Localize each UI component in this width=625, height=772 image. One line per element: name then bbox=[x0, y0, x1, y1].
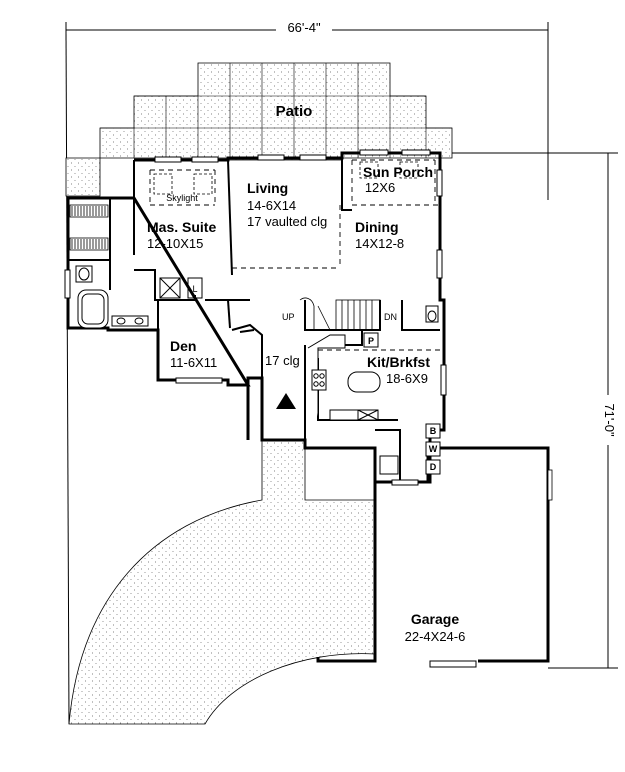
depth-label: 71'-0" bbox=[602, 403, 617, 437]
den-angled-wall bbox=[231, 323, 263, 378]
dining-size: 14X12-8 bbox=[355, 236, 404, 251]
dining-label: Dining bbox=[355, 219, 399, 235]
entry-marker bbox=[276, 393, 296, 409]
den-size: 11-6X11 bbox=[170, 355, 217, 370]
linen-closet bbox=[159, 277, 203, 299]
living-ceiling-note: 17 vaulted clg bbox=[247, 214, 327, 229]
sun-porch-size: 12X6 bbox=[365, 180, 395, 195]
stairs-up-label: UP bbox=[282, 312, 295, 322]
pantry-label: P bbox=[368, 336, 374, 346]
staircase bbox=[299, 297, 381, 331]
kitchen-label: Kit/Brkfst bbox=[367, 354, 430, 370]
pantry-box bbox=[363, 332, 379, 348]
garage-label: Garage bbox=[411, 611, 459, 627]
sun-porch-label: Sun Porch bbox=[363, 164, 433, 180]
depth-dimension-line bbox=[440, 152, 618, 669]
washer-label: W bbox=[429, 444, 438, 454]
skylight-label: Skylight bbox=[166, 193, 198, 203]
width-label: 66'-4" bbox=[287, 20, 321, 35]
ceiling-dashed-lines bbox=[149, 159, 440, 351]
garage-size: 22-4X24-6 bbox=[405, 629, 466, 644]
bath-fixtures bbox=[75, 265, 439, 329]
kitchen-size: 18-6X9 bbox=[386, 371, 428, 386]
driveway bbox=[68, 439, 376, 725]
master-suite-label: Mas. Suite bbox=[147, 219, 216, 235]
skylights bbox=[153, 161, 419, 195]
stairs-down-label: DN bbox=[384, 312, 397, 322]
master-suite-size: 12-10X15 bbox=[147, 236, 203, 251]
patio-label: Patio bbox=[276, 103, 313, 120]
linen-label: L bbox=[192, 284, 197, 294]
living-label: Living bbox=[247, 180, 288, 196]
bench-label: B bbox=[430, 426, 437, 436]
foyer-ceiling-note: 17 clg bbox=[265, 353, 300, 368]
living-size: 14-6X14 bbox=[247, 198, 296, 213]
den-label: Den bbox=[170, 338, 196, 354]
dryer-label: D bbox=[430, 462, 437, 472]
windows bbox=[64, 149, 447, 486]
laundry bbox=[379, 423, 441, 475]
kitchen-counters bbox=[307, 334, 381, 421]
closet-hatch bbox=[69, 204, 109, 251]
